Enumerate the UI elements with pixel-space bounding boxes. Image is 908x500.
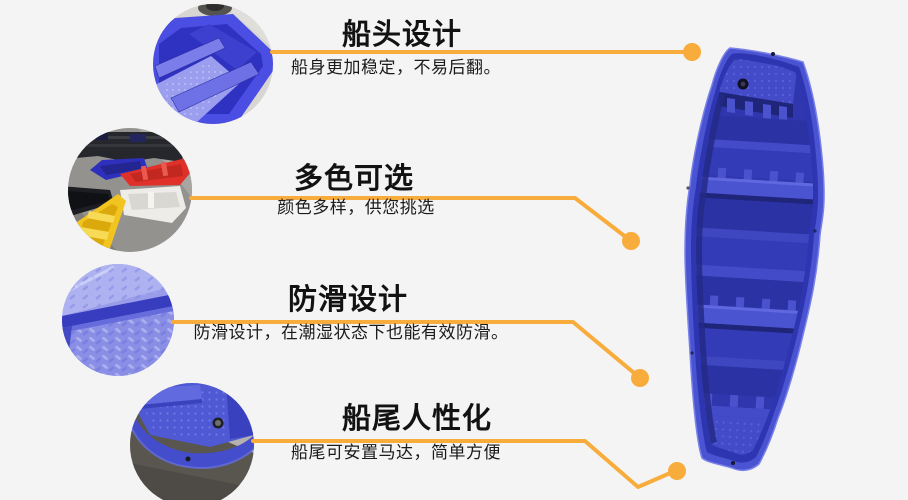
feature-title-anti-slip: 防滑设计 bbox=[287, 284, 409, 316]
bow-interior-photo bbox=[153, 4, 273, 124]
blue-plastic-boat-illustration bbox=[684, 47, 825, 472]
feature-desc-bow-design: 船身更加稳定，不易后翻。 bbox=[291, 58, 501, 77]
feature-desc-multi-color: 颜色多样，供您挑选 bbox=[277, 198, 435, 217]
stern-detail-illustration bbox=[130, 383, 254, 500]
anti-slip-texture-illustration bbox=[62, 264, 174, 376]
connector-dot-colors bbox=[622, 232, 640, 250]
rim-hole bbox=[771, 52, 775, 56]
stern-deck bbox=[719, 59, 797, 121]
feature-desc-anti-slip: 防滑设计，在潮湿状态下也能有效防滑。 bbox=[193, 323, 509, 342]
feature-title-multi-color: 多色可选 bbox=[293, 163, 415, 195]
bow-interior-illustration bbox=[153, 4, 273, 124]
feature-desc-stern: 船尾可安置马达，简单方便 bbox=[291, 443, 501, 462]
multi-color-boats-illustration bbox=[68, 128, 192, 252]
bow-hole bbox=[731, 461, 735, 465]
stern-detail-photo bbox=[130, 383, 254, 500]
multi-color-boats-photo bbox=[68, 128, 192, 252]
connector-dot-antislip bbox=[631, 369, 649, 387]
feature-title-stern: 船尾人性化 bbox=[341, 403, 493, 435]
anti-slip-texture-photo bbox=[62, 264, 174, 376]
feature-title-bow-design: 船头设计 bbox=[341, 19, 463, 51]
